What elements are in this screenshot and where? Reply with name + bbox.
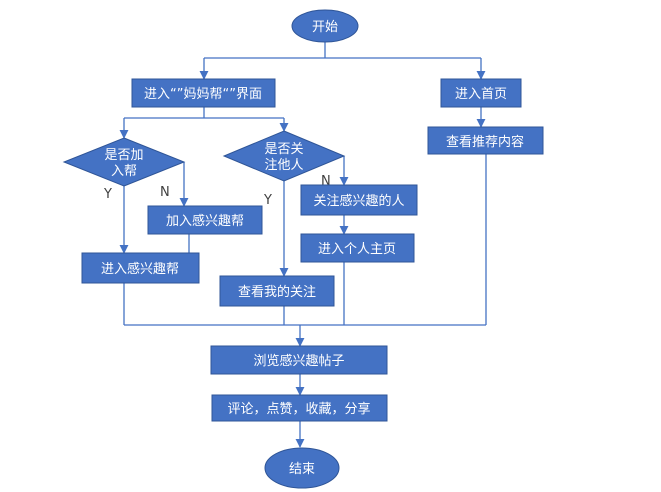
enter-mamabang-node: 进入“”妈妈帮“”界面 xyxy=(131,78,276,108)
my-follows-node: 查看我的关注 xyxy=(219,275,335,307)
start-node: 开始 xyxy=(291,9,359,43)
join-no-label: N xyxy=(160,185,170,200)
personal-page-label: 进入个人主页 xyxy=(318,242,396,257)
follow-decision: 是否关 注他人 xyxy=(222,130,346,182)
end-node: 结束 xyxy=(264,447,340,489)
join-group-decision: 是否加 入帮 xyxy=(62,137,186,187)
personal-page-node: 进入个人主页 xyxy=(300,233,415,263)
start-label: 开始 xyxy=(312,20,338,35)
follow-person-node: 关注感兴趣的人 xyxy=(300,184,418,216)
browse-posts-node: 浏览感兴趣帖子 xyxy=(210,345,388,375)
join-interest-group-node: 加入感兴趣帮 xyxy=(147,205,263,235)
follow-label-line2: 注他人 xyxy=(264,158,303,173)
enter-home-node: 进入首页 xyxy=(440,78,522,108)
view-recommended-node: 查看推荐内容 xyxy=(427,126,544,155)
interact-label: 评论，点赞，收藏，分享 xyxy=(227,401,370,417)
follow-person-label: 关注感兴趣的人 xyxy=(313,193,404,209)
enter-interest-group-node: 进入感兴趣帮 xyxy=(81,252,200,284)
enter-home-label: 进入首页 xyxy=(455,87,507,102)
join-group-label-line2: 入帮 xyxy=(111,164,137,179)
join-yes-label: Y xyxy=(103,187,112,202)
enter-interest-group-label: 进入感兴趣帮 xyxy=(101,261,179,277)
enter-mamabang-label: 进入“”妈妈帮“”界面 xyxy=(144,87,262,102)
view-recommended-label: 查看推荐内容 xyxy=(446,134,524,150)
follow-no-label: N xyxy=(321,174,331,189)
connectors xyxy=(119,42,487,448)
end-label: 结束 xyxy=(289,462,315,477)
join-interest-group-label: 加入感兴趣帮 xyxy=(166,213,244,229)
browse-posts-label: 浏览感兴趣帖子 xyxy=(253,353,344,369)
my-follows-label: 查看我的关注 xyxy=(238,284,316,300)
join-group-label-line1: 是否加 xyxy=(104,148,143,163)
follow-yes-label: Y xyxy=(263,193,272,208)
follow-label-line1: 是否关 xyxy=(264,142,303,157)
interact-node: 评论，点赞，收藏，分享 xyxy=(211,394,388,422)
